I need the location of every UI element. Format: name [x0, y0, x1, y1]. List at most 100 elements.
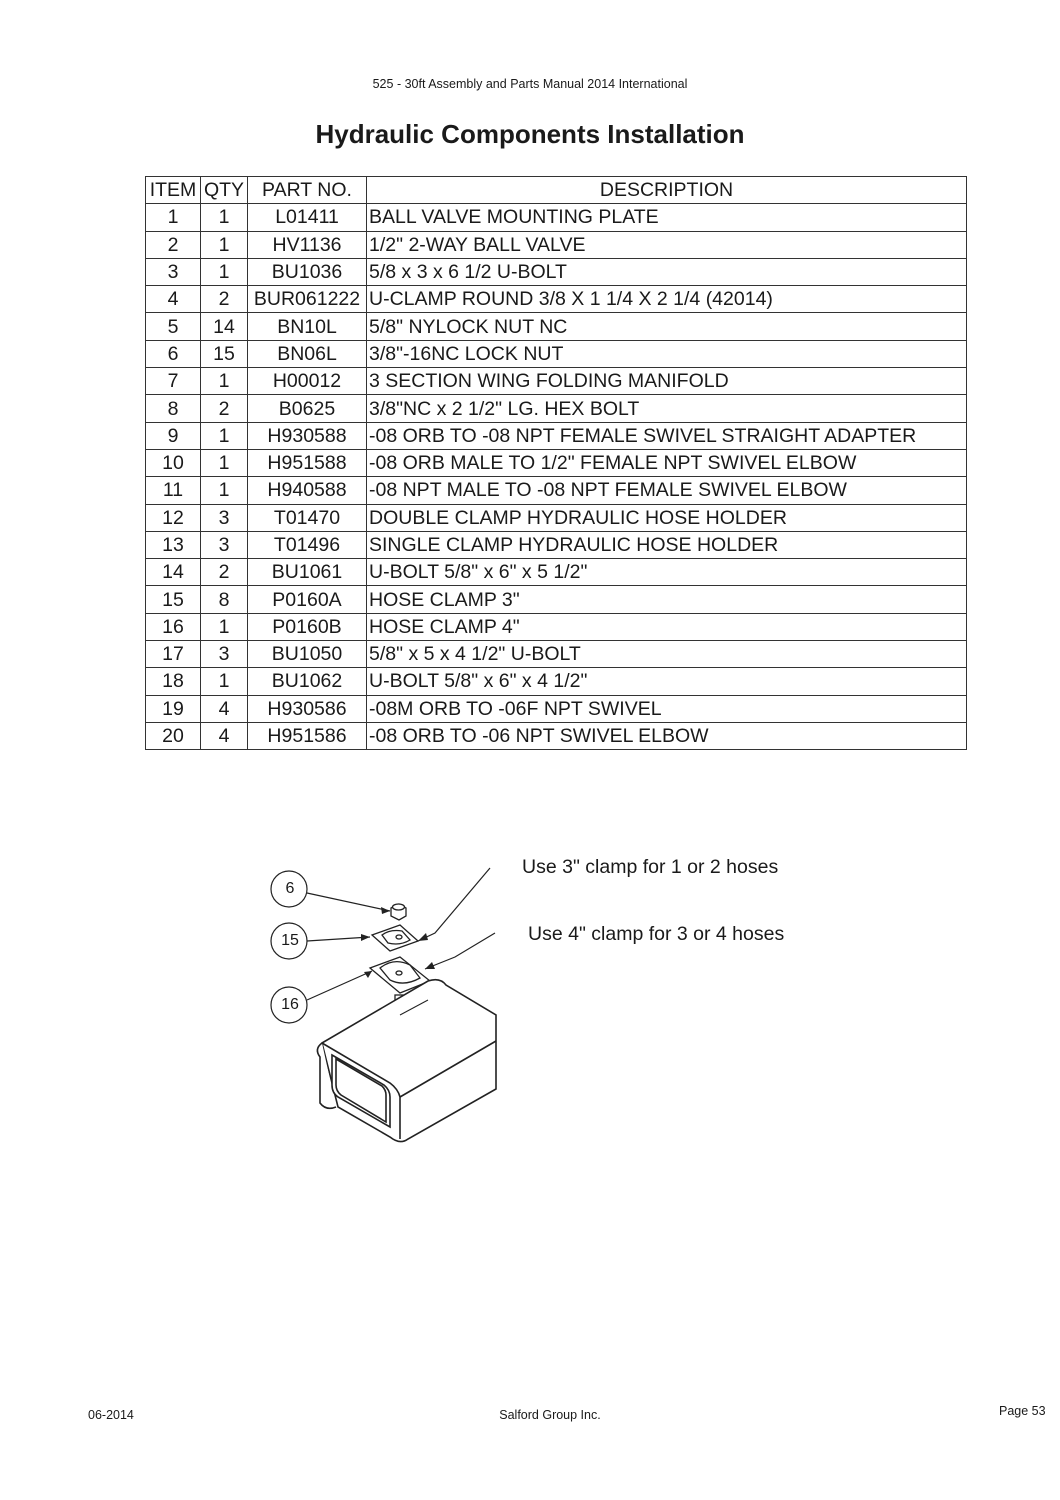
cell-qty: 1 [200, 203, 248, 232]
cell-part-no: H00012 [247, 367, 367, 396]
clamp-assembly-diagram [270, 867, 497, 1143]
cell-part-no: BUR061222 [247, 285, 367, 314]
cell-part-no: T01470 [247, 503, 367, 532]
cell-item: 4 [145, 285, 201, 314]
table-header-row: ITEM QTY PART NO. DESCRIPTION [145, 175, 967, 205]
cell-item: 13 [145, 530, 201, 560]
cell-description: SINGLE CLAMP HYDRAULIC HOSE HOLDER [366, 530, 967, 560]
balloon-16 [270, 986, 308, 1024]
cell-qty: 3 [200, 503, 248, 532]
cell-description: -08 ORB TO -08 NPT FEMALE SWIVEL STRAIGH… [366, 421, 967, 450]
cell-item: 11 [145, 476, 201, 505]
cell-description: BALL VALVE MOUNTING PLATE [366, 203, 967, 232]
callout-3in-clamp: Use 3" clamp for 1 or 2 hoses [522, 856, 779, 878]
page-title: Hydraulic Components Installation [315, 119, 745, 149]
cell-part-no: T01496 [247, 530, 367, 560]
cell-item: 18 [145, 667, 201, 696]
cell-description: -08M ORB TO -06F NPT SWIVEL [366, 694, 967, 723]
cell-part-no: HV1136 [247, 230, 367, 259]
cell-description: -08 NPT MALE TO -08 NPT FEMALE SWIVEL EL… [366, 476, 967, 505]
cell-part-no: H951588 [247, 448, 367, 478]
balloon-label-6: 6 [285, 880, 295, 897]
footer-company: Salford Group Inc. [499, 1408, 601, 1422]
cell-description: 3/8"NC x 2 1/2" LG. HEX BOLT [366, 394, 967, 423]
balloon-6 [270, 870, 308, 908]
cell-part-no: BN06L [247, 339, 367, 369]
column-header-description: DESCRIPTION [366, 175, 967, 205]
manual-header: 525 - 30ft Assembly and Parts Manual 201… [372, 77, 688, 91]
cell-qty: 8 [200, 585, 248, 614]
cell-item: 10 [145, 448, 201, 478]
cell-part-no: BN10L [247, 312, 367, 341]
cell-part-no: BU1050 [247, 640, 367, 669]
cell-item: 1 [145, 203, 201, 232]
cell-qty: 1 [200, 230, 248, 259]
cell-qty: 15 [200, 339, 248, 369]
footer-page-number: Page 53 [999, 1404, 1046, 1418]
cell-item: 8 [145, 394, 201, 423]
callout-4in-clamp: Use 4" clamp for 3 or 4 hoses [528, 923, 785, 945]
footer-date: 06-2014 [88, 1408, 134, 1422]
cell-item: 7 [145, 367, 201, 396]
cell-qty: 1 [200, 421, 248, 450]
cell-qty: 3 [200, 640, 248, 669]
cell-description: DOUBLE CLAMP HYDRAULIC HOSE HOLDER [366, 503, 967, 532]
cell-item: 16 [145, 612, 201, 642]
cell-description: HOSE CLAMP 3" [366, 585, 967, 614]
cell-qty: 1 [200, 257, 248, 287]
column-header-part-no: PART NO. [247, 175, 367, 205]
balloon-label-15: 15 [281, 932, 299, 949]
cell-description: 3 SECTION WING FOLDING MANIFOLD [366, 367, 967, 396]
cell-description: U-CLAMP ROUND 3/8 X 1 1/4 X 2 1/4 (42014… [366, 285, 967, 314]
cell-description: U-BOLT 5/8" x 6" x 4 1/2" [366, 667, 967, 696]
cell-qty: 1 [200, 667, 248, 696]
cell-item: 17 [145, 640, 201, 669]
cell-item: 12 [145, 503, 201, 532]
cell-part-no: B0625 [247, 394, 367, 423]
cell-part-no: BU1036 [247, 257, 367, 287]
cell-part-no: BU1062 [247, 667, 367, 696]
cell-qty: 1 [200, 476, 248, 505]
cell-qty: 2 [200, 285, 248, 314]
cell-item: 3 [145, 257, 201, 287]
cell-part-no: BU1061 [247, 558, 367, 587]
column-header-item: ITEM [145, 175, 201, 205]
cell-description: 5/8 x 3 x 6 1/2 U-BOLT [366, 257, 967, 287]
column-header-qty: QTY [200, 175, 248, 205]
cell-description: 5/8" NYLOCK NUT NC [366, 312, 967, 341]
cell-item: 2 [145, 230, 201, 259]
cell-description: HOSE CLAMP 4" [366, 612, 967, 642]
cell-qty: 3 [200, 530, 248, 560]
cell-qty: 1 [200, 448, 248, 478]
cell-item: 9 [145, 421, 201, 450]
cell-qty: 4 [200, 721, 248, 751]
cell-qty: 14 [200, 312, 248, 341]
cell-part-no: H951586 [247, 721, 367, 751]
cell-qty: 1 [200, 367, 248, 396]
cell-part-no: H940588 [247, 476, 367, 505]
cell-description: -08 ORB TO -06 NPT SWIVEL ELBOW [366, 721, 967, 751]
cell-item: 19 [145, 694, 201, 723]
cell-item: 15 [145, 585, 201, 614]
